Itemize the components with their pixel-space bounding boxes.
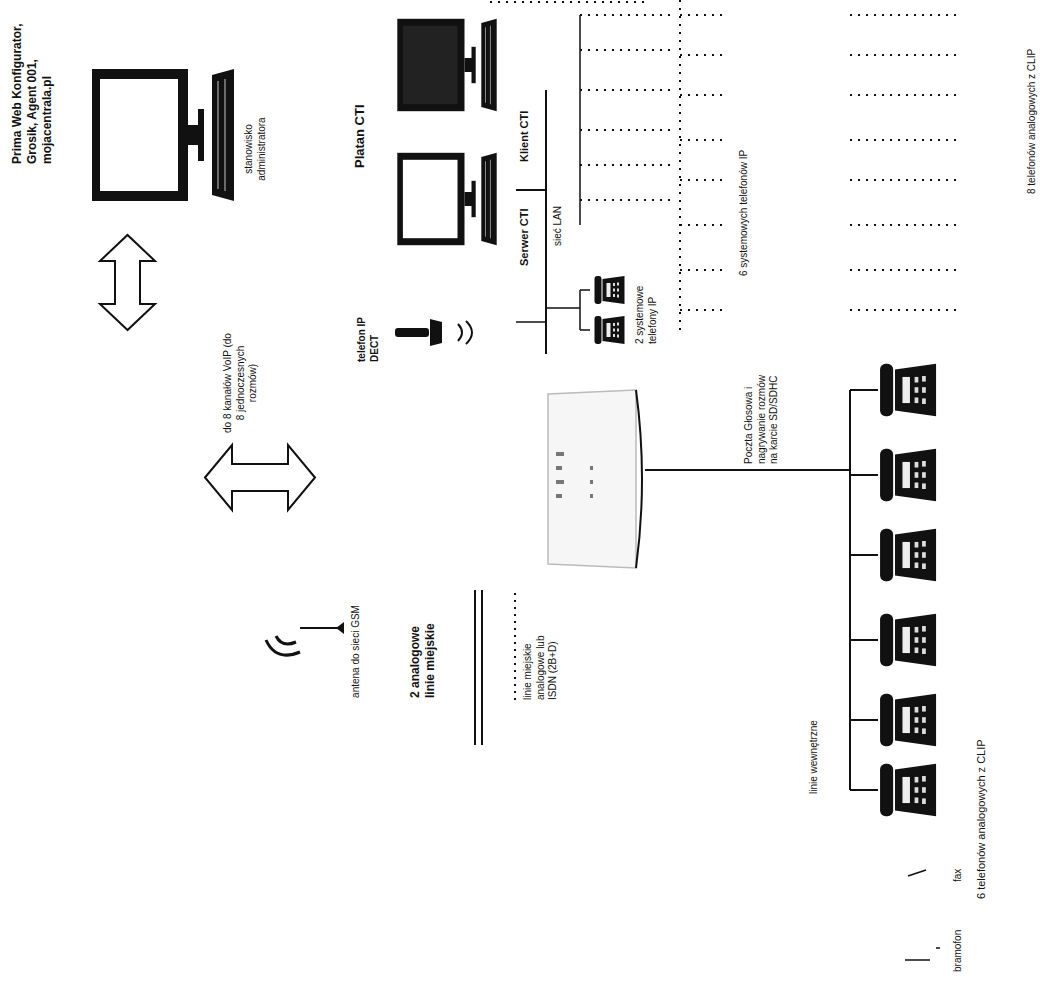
- ip-phone-link: [546, 290, 590, 330]
- ip-phones-bus: [579, 15, 581, 225]
- text-label: telefon IP DECT: [356, 312, 381, 362]
- text-label: 6 systemowych telefonów IP: [738, 116, 751, 276]
- dotted-line: [850, 224, 958, 226]
- analog-phone: [880, 614, 936, 666]
- text-label: linie miejskie analogowe lub ISDN (2B+D): [522, 616, 560, 700]
- doorphone-mark: [905, 948, 940, 960]
- internal-line: [850, 389, 878, 391]
- dect-handset: [395, 328, 429, 337]
- pbx-device: [548, 390, 642, 568]
- text-label: stanowisko administratora: [243, 104, 268, 194]
- ip-phone: [595, 276, 625, 304]
- internal-drops: [850, 390, 878, 790]
- analog-phone: [880, 364, 936, 416]
- dect-link: [516, 321, 546, 323]
- dotted-line: [679, 0, 681, 330]
- cti-server-computer: [397, 153, 496, 245]
- double-arrow: [100, 235, 155, 330]
- admin-computer: [92, 69, 234, 201]
- internal-line: [850, 639, 878, 641]
- dotted-line: [580, 199, 672, 201]
- analog-phone: [880, 694, 936, 746]
- dotted-line: [580, 164, 672, 166]
- antenna-base: [336, 622, 344, 634]
- text-label: Prima Web Konfigurator, Grosik, Agent 00…: [10, 6, 55, 164]
- analog-phone: [880, 764, 936, 816]
- text-label: 2 analogowe linie miejskie: [408, 603, 438, 698]
- internal-line: [850, 554, 878, 556]
- fax-mark: [908, 870, 926, 876]
- text-label: do 8 kanałów VoIP (do 8 jednoczesnych ro…: [222, 331, 260, 435]
- dotted-line: [680, 179, 728, 181]
- analog-trunk-lines: [475, 590, 482, 745]
- ip-phone: [595, 316, 625, 344]
- analog-phones: [880, 364, 936, 816]
- isdn-trunk-line: [514, 590, 516, 700]
- text-label: Platan CTI: [352, 88, 368, 168]
- text-label: 6 telefonów analogowych z CLIP: [975, 699, 989, 899]
- dotted-line: [850, 14, 958, 16]
- dotted-line: [850, 139, 958, 141]
- dotted-line: [850, 309, 958, 311]
- text-label: fax: [952, 852, 965, 882]
- dotted-line: [680, 94, 728, 96]
- pbx-edge: [636, 390, 642, 568]
- text-label: sieć LAN: [552, 191, 565, 246]
- text-label: 8 telefonów analogowych z CLIP: [1026, 14, 1039, 194]
- dotted-line: [580, 129, 672, 131]
- internal-line: [850, 474, 878, 476]
- radio-waves: [458, 321, 472, 344]
- dotted-line: [680, 14, 728, 16]
- analog-phone: [880, 529, 936, 581]
- dotted-lines: [490, 0, 958, 330]
- text-label: Serwer CTI: [518, 192, 532, 266]
- dect-base: [430, 319, 442, 346]
- internal-line: [850, 789, 878, 791]
- text-label: bramofon: [952, 912, 965, 972]
- text-label: antena do sieci GSM: [350, 594, 363, 709]
- pbx-leds: [556, 452, 593, 498]
- pbx-housing: [548, 390, 636, 568]
- dotted-line: [680, 224, 728, 226]
- dotted-line: [490, 1, 650, 3]
- dect-phone: [395, 319, 472, 346]
- dotted-line: [850, 54, 958, 56]
- cti-client-computer: [397, 19, 496, 111]
- dotted-line: [580, 14, 672, 16]
- text-label: 2 systemowe telefony IP: [634, 272, 659, 344]
- dotted-line: [680, 54, 728, 56]
- text-label: Poczta Głosowa i nagrywanie rozmów na ka…: [743, 364, 781, 464]
- dotted-line: [850, 179, 958, 181]
- dotted-line: [850, 94, 958, 96]
- dotted-line: [680, 309, 728, 311]
- dotted-line: [680, 139, 728, 141]
- dotted-line: [580, 49, 672, 51]
- lan-line: [516, 90, 546, 354]
- dotted-line: [680, 269, 728, 271]
- analog-phone: [880, 449, 936, 501]
- dotted-line: [850, 269, 958, 271]
- dotted-line: [580, 89, 672, 91]
- internal-line: [850, 719, 878, 721]
- text-label: linie wewnętrzne: [808, 694, 821, 794]
- radio-waves: [266, 636, 300, 655]
- gsm-antenna: [266, 622, 344, 655]
- double-arrow: [205, 445, 315, 510]
- text-label: Klient CTI: [518, 92, 532, 162]
